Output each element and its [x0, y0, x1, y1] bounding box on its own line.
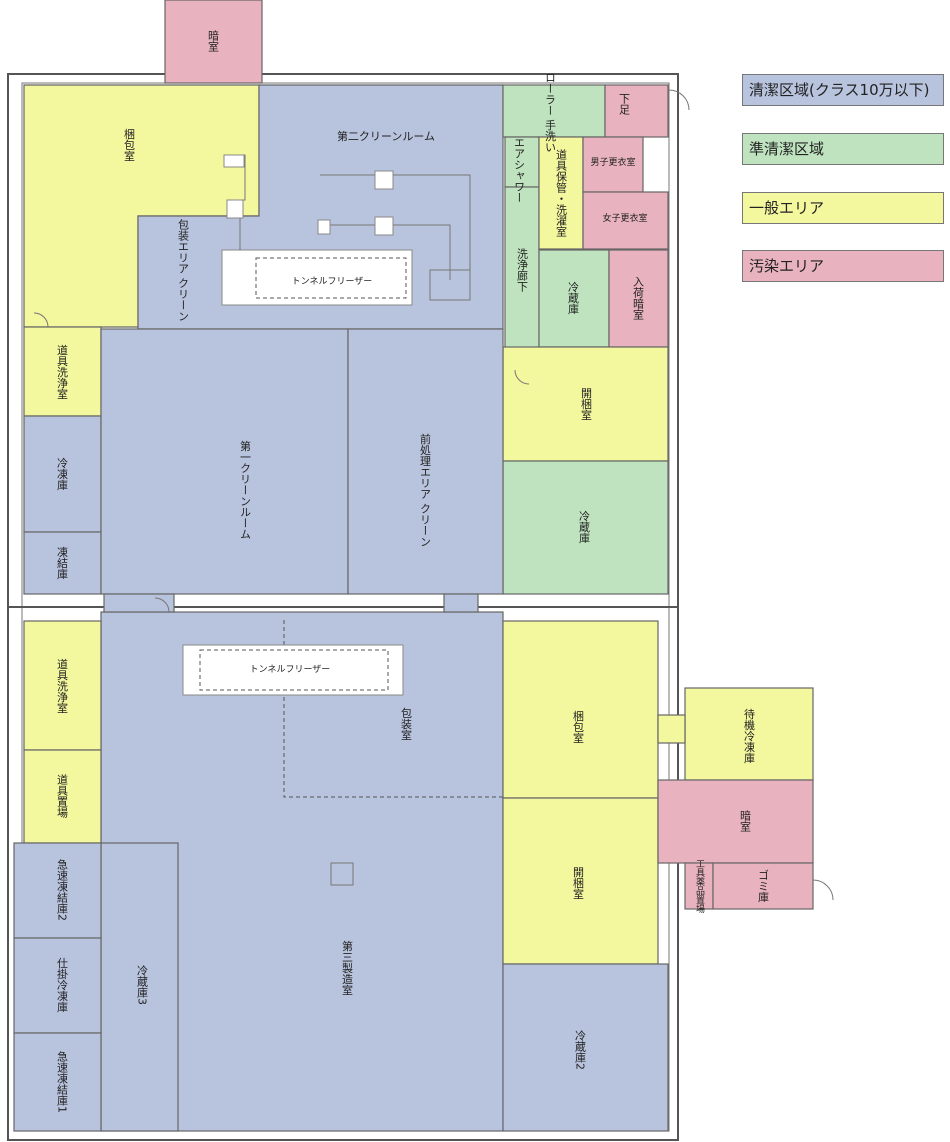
- label-first-cleanroom: 第一クリーンルーム: [239, 439, 252, 539]
- label-womens-locker: 女子更衣室: [602, 212, 647, 224]
- door-arc-e: [154, 597, 170, 613]
- equip-tunnel-freezer-1: [221, 249, 413, 306]
- label-packing-room-2: 梱包室: [572, 709, 585, 743]
- room-tool-wash-1: [23, 326, 102, 417]
- room-darkroom-mid: [657, 779, 814, 864]
- label-refrigerator-2: 冷蔵庫: [578, 510, 591, 544]
- equip-pump-a: [374, 170, 394, 190]
- label-packing-room-1: 梱包室: [123, 127, 136, 161]
- equip-pump-b: [374, 216, 394, 236]
- equip-pump-c: [317, 219, 331, 235]
- room-first-cleanroom: [100, 328, 349, 595]
- label-unpacking-2: 開梱室: [572, 866, 585, 899]
- label-refrigerator-3: 冷蔵庫3: [136, 965, 149, 1005]
- connector-annex: [657, 714, 686, 744]
- label-second-cleanroom: 第二クリーンルーム: [337, 129, 435, 143]
- room-refrigerator-2: [502, 460, 669, 595]
- room-blast-freezer: [23, 531, 102, 595]
- door-arc-a: [33, 312, 49, 328]
- room-standby-freezer: [684, 687, 814, 781]
- room-quick-freeze-2: [13, 842, 102, 939]
- equip-tunnel-freezer-2: [182, 644, 404, 696]
- label-tool-storage-wash: 道具保管・洗濯室: [555, 148, 568, 237]
- door-arc-b: [668, 89, 690, 111]
- label-wash-corridor: 洗浄廊下: [516, 248, 529, 293]
- label-roller-handwash: ローラー 手洗い: [544, 72, 557, 153]
- label-refrigerator-1: 冷蔵庫: [567, 281, 580, 315]
- equip-column-box: [330, 862, 354, 886]
- label-darkroom-top: 暗室: [207, 29, 220, 52]
- label-darkroom-mid: 暗室: [739, 809, 752, 832]
- legend-clean-label: 清潔区域(クラス10万以下): [749, 81, 930, 99]
- room-freezer: [23, 415, 102, 533]
- label-packing-area-clean: 包装エリア クリーン: [177, 218, 190, 321]
- label-receiving-darkroom: 入荷暗室: [632, 276, 645, 320]
- equip-tunnel-freezer-2-inner: [199, 649, 389, 691]
- room-tool-storage-wash: [538, 136, 584, 250]
- legend-semi-clean-label: 準清潔区域: [749, 140, 825, 158]
- label-quick-freeze-2: 急速凍結庫2: [56, 858, 69, 921]
- legend-contaminated: 汚染エリア: [742, 250, 944, 282]
- room-unpacking-2: [502, 797, 659, 965]
- label-pretreatment-clean: 前処理エリア クリーン: [419, 432, 432, 547]
- label-finished-freezer: 仕掛冷凍庫: [56, 957, 69, 1013]
- room-tool-chem-storage: [684, 862, 714, 910]
- legend-general: 一般エリア: [742, 192, 944, 224]
- label-standby-freezer: 待機冷凍庫: [743, 707, 756, 764]
- room-unpacking-1: [502, 346, 669, 462]
- label-packaging-room: 包装室: [400, 707, 413, 740]
- door-arc-c: [812, 879, 834, 901]
- label-mens-locker: 男子更衣室: [590, 156, 635, 168]
- legend-contaminated-label: 汚染エリア: [749, 257, 825, 275]
- label-tool-wash-1: 道具洗浄室: [56, 343, 69, 399]
- room-refrigerator-3: [100, 842, 179, 1132]
- legend-general-label: 一般エリア: [749, 199, 825, 217]
- label-garbage: ゴミ庫: [757, 868, 770, 903]
- label-blast-freezer: 凍結庫: [56, 546, 69, 580]
- connector-clean-2: [443, 593, 479, 613]
- label-tool-storage: 道具置場: [56, 773, 69, 819]
- room-tool-wash-2: [23, 620, 102, 751]
- room-receiving-darkroom: [608, 249, 669, 348]
- label-lower-feet: 下足: [618, 93, 631, 115]
- label-tunnel-freezer-1: トンネルフリーザー: [292, 276, 373, 287]
- room-packing-2: [502, 620, 659, 799]
- room-quick-freeze-1: [13, 1032, 102, 1132]
- label-tool-chem-storage: 工具薬品置場: [694, 859, 705, 914]
- label-tool-wash-2: 道具洗浄室: [56, 657, 69, 713]
- room-tool-storage: [23, 749, 102, 844]
- label-quick-freeze-1: 急速凍結庫1: [56, 1050, 69, 1113]
- equip-tunnel-freezer-1-inner: [255, 257, 407, 299]
- room-pretreatment-clean: [347, 328, 504, 595]
- label-freezer: 冷凍庫: [56, 457, 69, 491]
- label-third-manufacturing: 第三製造室: [341, 939, 354, 995]
- label-unpacking-1: 開梱室: [580, 387, 593, 420]
- label-tunnel-freezer-2: トンネルフリーザー: [250, 664, 331, 675]
- label-air-shower: エアシャワー: [513, 137, 526, 203]
- room-darkroom-top: [164, 0, 263, 84]
- room-womens-locker: [582, 191, 669, 250]
- room-garbage: [712, 862, 814, 910]
- connector-clean: [103, 593, 175, 613]
- room-mens-locker: [582, 136, 644, 193]
- room-refrigerator-4: [502, 963, 669, 1132]
- room-refrigerator-1: [538, 249, 610, 348]
- room-lower-feet: [604, 84, 669, 138]
- equip-pump-d: [223, 154, 245, 168]
- room-finished-freezer: [13, 937, 102, 1034]
- legend-semi-clean: 準清潔区域: [742, 133, 944, 165]
- equip-pump-e: [226, 199, 244, 219]
- legend-clean: 清潔区域(クラス10万以下): [742, 74, 944, 106]
- door-arc-d: [514, 369, 530, 385]
- equip-piping: [230, 154, 471, 301]
- label-refrigerator-4: 冷蔵庫2: [574, 1030, 587, 1070]
